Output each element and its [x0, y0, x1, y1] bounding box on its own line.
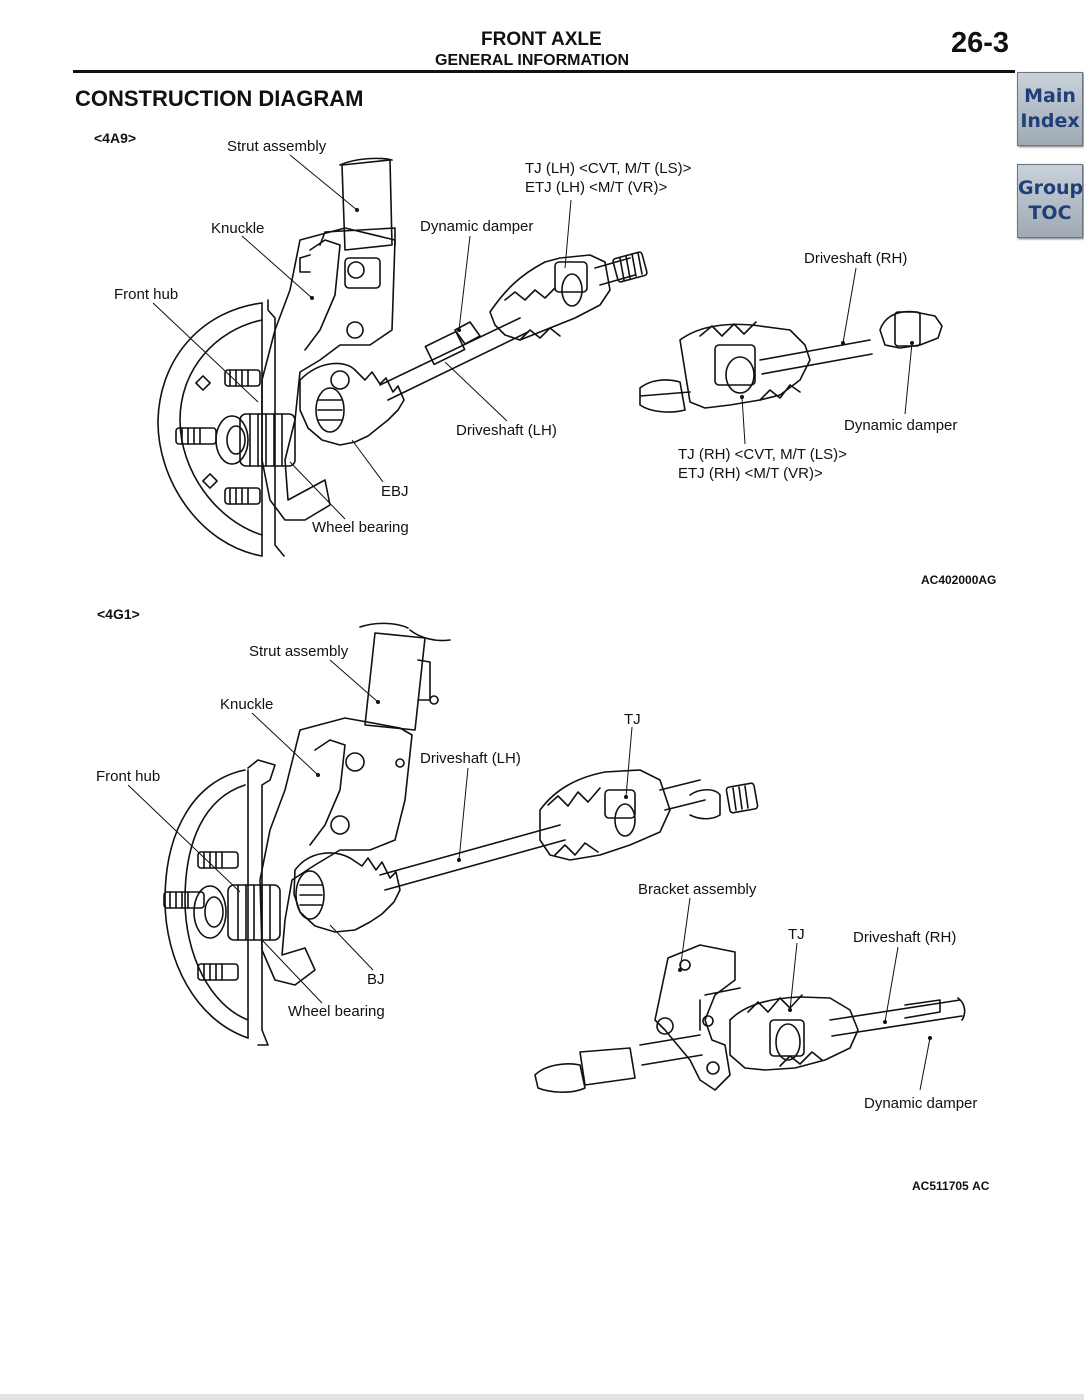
diagram-4g1-illustration [127, 622, 966, 1093]
label-4g1-dynamic-damper: Dynamic damper [864, 1095, 978, 1112]
label-4a9-wheel-bearing: Wheel bearing [312, 519, 409, 536]
label-4a9-dynamic-damper-right: Dynamic damper [844, 417, 958, 434]
label-4g1-driveshaft-lh: Driveshaft (LH) [420, 750, 521, 767]
label-4a9-tj-rh-line2: ETJ (RH) <M/T (VR)> [678, 465, 823, 482]
label-4a9-dynamic-damper-left: Dynamic damper [420, 218, 534, 235]
label-4g1-front-hub: Front hub [96, 768, 161, 785]
label-4g1-knuckle: Knuckle [220, 696, 274, 713]
variant-label-4g1: <4G1> [97, 606, 140, 622]
label-4g1-driveshaft-rh: Driveshaft (RH) [853, 929, 957, 946]
label-4a9-driveshaft-lh: Driveshaft (LH) [456, 422, 557, 439]
label-4g1-tj-right: TJ [788, 926, 805, 943]
label-4a9-knuckle: Knuckle [211, 220, 265, 237]
diagram-4a9-illustration [152, 154, 943, 557]
figure-code-4a9-main: AC402000 [921, 573, 979, 587]
section-title: CONSTRUCTION DIAGRAM [75, 86, 364, 111]
header-rule [73, 70, 1015, 73]
main-index-line2: Index [1020, 110, 1080, 132]
group-toc-button[interactable]: Group TOC [1017, 164, 1083, 238]
figure-code-4a9-suffix: AG [978, 573, 997, 587]
label-4a9-tj-lh-line1: TJ (LH) <CVT, M/T (LS)> [525, 160, 692, 177]
label-4a9-driveshaft-rh: Driveshaft (RH) [804, 250, 908, 267]
label-4g1-bracket-assembly: Bracket assembly [638, 881, 757, 898]
chapter-subtitle: GENERAL INFORMATION [435, 52, 630, 69]
label-4a9-ebj: EBJ [381, 483, 409, 500]
group-toc-line1: Group [1018, 177, 1084, 199]
main-index-line1: Main [1024, 85, 1076, 107]
label-4g1-strut-assembly: Strut assembly [249, 643, 349, 660]
figure-code-4g1-suffix: AC [972, 1179, 990, 1193]
chapter-title: FRONT AXLE [481, 29, 602, 50]
figure-code-4g1-main: AC511705 [912, 1179, 969, 1193]
page-number: 26-3 [951, 27, 1010, 59]
label-4a9-tj-rh-line1: TJ (RH) <CVT, M/T (LS)> [678, 446, 847, 463]
group-toc-line2: TOC [1028, 202, 1072, 224]
figure-code-4g1: AC511705 AC [912, 1179, 989, 1193]
label-4a9-tj-lh-line2: ETJ (LH) <M/T (VR)> [525, 179, 668, 196]
label-4g1-wheel-bearing: Wheel bearing [288, 1003, 385, 1020]
main-index-button[interactable]: Main Index [1017, 72, 1083, 146]
label-4a9-front-hub: Front hub [114, 286, 179, 303]
label-4a9-strut-assembly: Strut assembly [227, 138, 327, 155]
label-4g1-bj: BJ [367, 971, 385, 988]
variant-label-4a9: <4A9> [94, 130, 137, 146]
figure-code-4a9: AC402000AG [921, 573, 996, 587]
label-4g1-tj-left: TJ [624, 711, 641, 728]
page-bottom-edge [0, 1394, 1084, 1400]
